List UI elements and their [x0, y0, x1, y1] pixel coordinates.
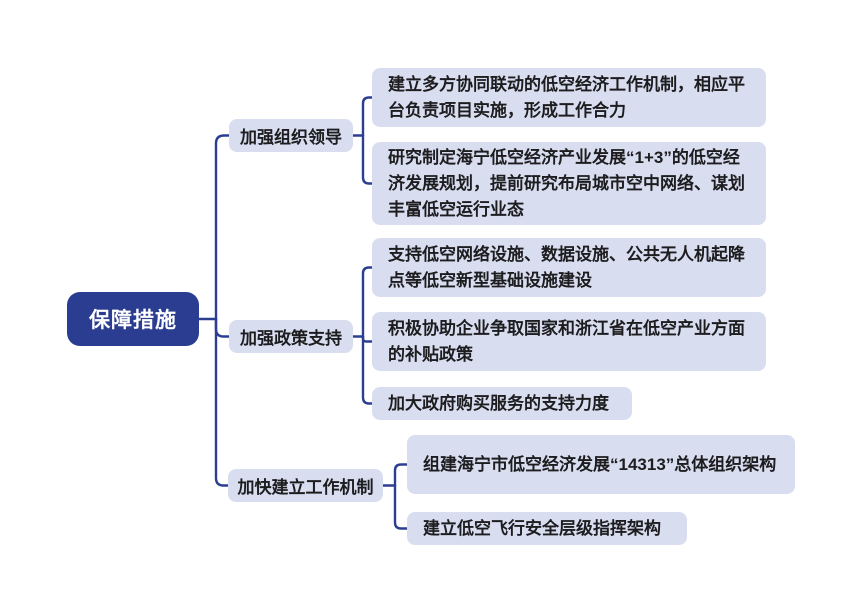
- branch-node-3[interactable]: 加快建立工作机制: [228, 469, 383, 502]
- connector-branch2-leaf1: [361, 266, 374, 338]
- leaf-node-3-2[interactable]: 建立低空飞行安全层级指挥架构: [407, 512, 687, 545]
- root-node[interactable]: 保障措施: [67, 292, 199, 346]
- connector-root-branch1: [214, 134, 231, 321]
- connector-branch2-leaf3: [361, 335, 374, 405]
- leaf-node-2-1[interactable]: 支持低空网络设施、数据设施、公共无人机起降点等低空新型基础设施建设: [372, 238, 766, 297]
- leaf-node-1-2[interactable]: 研究制定海宁低空经济产业发展“1+3”的低空经济发展规划，提前研究布局城市空中网…: [372, 142, 766, 225]
- connector-root-branch2: [214, 317, 231, 338]
- leaf-node-1-1[interactable]: 建立多方协同联动的低空经济工作机制，相应平台负责项目实施，形成工作合力: [372, 68, 766, 127]
- connector-branch3-leaf2: [393, 484, 409, 530]
- leaf-node-2-3[interactable]: 加大政府购买服务的支持力度: [372, 387, 632, 420]
- branch-node-1[interactable]: 加强组织领导: [229, 119, 353, 152]
- connector-branch1-leaf1: [361, 96, 374, 137]
- leaf-node-3-1[interactable]: 组建海宁市低空经济发展“14313”总体组织架构: [407, 435, 795, 494]
- branch-node-2[interactable]: 加强政策支持: [229, 320, 353, 353]
- connector-branch1-leaf2: [361, 134, 374, 185]
- connector-branch2-leaf2: [361, 335, 374, 343]
- connector-root-branch3: [214, 317, 231, 487]
- connector-branch3-leaf1: [393, 463, 409, 487]
- leaf-node-2-2[interactable]: 积极协助企业争取国家和浙江省在低空产业方面的补贴政策: [372, 312, 766, 371]
